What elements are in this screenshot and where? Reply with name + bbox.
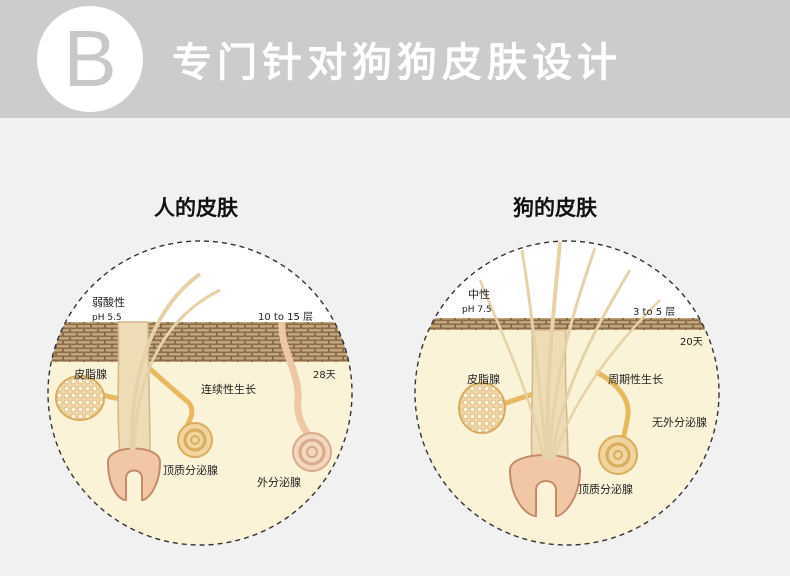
dog-sebaceous-label: 皮脂腺 [467,372,500,386]
dog-skin-diagram: 中性 pH 7.5 3 to 5 层 20天 皮脂腺 周期性生长 无外分泌腺 顶… [405,241,730,563]
human-skin-diagram: 弱酸性 pH 5.5 10 to 15 层 28天 皮脂腺 连续性生长 顶质分泌… [40,241,360,562]
human-epidermis-layers [40,322,360,362]
human-days-label: 28天 [313,370,336,381]
dog-acidity-label: 中性 [468,287,490,301]
human-eccrine-gland [293,433,331,471]
human-growth-label: 连续性生长 [201,382,256,396]
dog-apocrine-gland [599,436,637,474]
human-acidity-label: 弱酸性 [92,295,125,309]
human-sebaceous-label: 皮脂腺 [74,367,107,381]
dog-growth-label: 周期性生长 [608,372,663,386]
human-eccrine-label: 外分泌腺 [257,475,301,489]
human-apocrine-label: 顶质分泌腺 [163,463,218,477]
dog-layers-label: 3 to 5 层 [633,306,675,318]
dog-epidermis-layers [405,318,730,330]
human-apocrine-gland [178,423,212,457]
human-layers-label: 10 to 15 层 [258,311,313,323]
dog-days-label: 20天 [680,337,703,348]
human-sebaceous-gland [56,376,104,420]
dog-ph-label: pH 7.5 [462,305,492,315]
dog-sebaceous-gland [459,383,505,433]
dog-apocrine-label: 顶质分泌腺 [578,482,633,496]
dog-eccrine-label: 无外分泌腺 [652,415,707,429]
human-ph-label: pH 5.5 [92,313,122,323]
